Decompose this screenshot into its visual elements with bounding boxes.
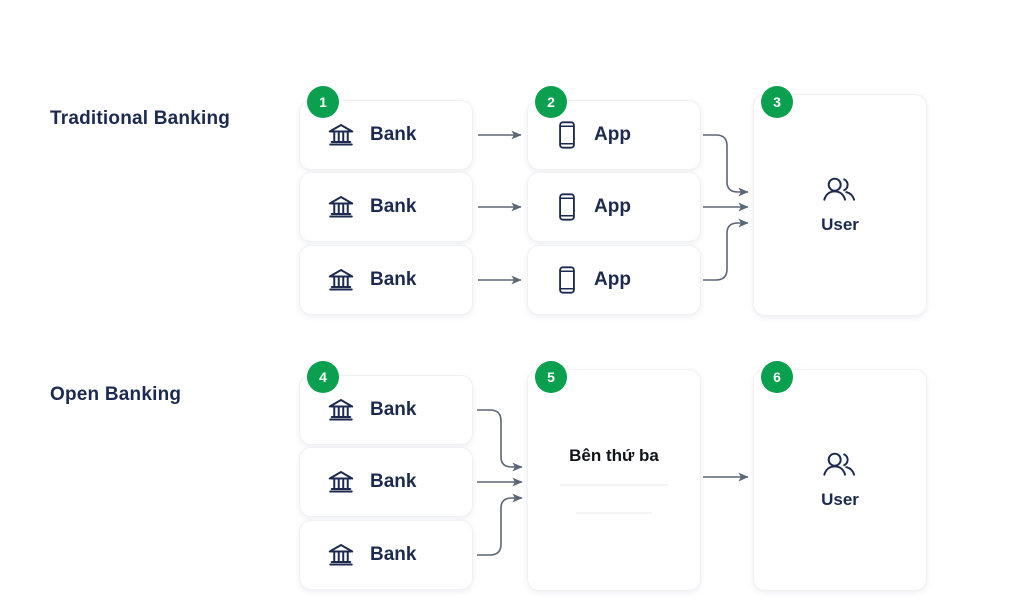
bank-icon: [326, 120, 356, 150]
card-traditional-app-3[interactable]: App: [527, 245, 701, 315]
card-label: User: [821, 215, 859, 234]
bank-icon: [326, 395, 356, 425]
placeholder-line-1: [560, 484, 668, 486]
step-badge-2: 2: [535, 86, 567, 118]
section-label-open-banking: Open Banking: [50, 384, 182, 405]
placeholder-line-2: [576, 512, 652, 514]
step-badge-3: 3: [761, 86, 793, 118]
card-label: User: [821, 490, 859, 509]
card-open-bank-3[interactable]: Bank: [299, 520, 473, 590]
card-label: Bank: [370, 399, 417, 420]
mobile-phone-icon: [554, 265, 580, 295]
card-label: Bank: [370, 544, 417, 565]
card-third-party[interactable]: Bên thứ ba: [527, 369, 701, 591]
card-label: Bank: [370, 269, 417, 290]
bank-icon: [326, 540, 356, 570]
users-icon: [820, 450, 860, 480]
bank-icon: [326, 265, 356, 295]
users-icon: [820, 175, 860, 205]
bank-icon: [326, 467, 356, 497]
step-badge-5: 5: [535, 361, 567, 393]
bank-icon: [326, 192, 356, 222]
card-open-bank-2[interactable]: Bank: [299, 447, 473, 517]
step-badge-6: 6: [761, 361, 793, 393]
section-label-traditional-banking: Traditional Banking: [50, 108, 231, 129]
third-party-title: Bên thứ ba: [569, 446, 659, 465]
card-label: Bank: [370, 124, 417, 145]
card-label: App: [594, 124, 631, 145]
mobile-phone-icon: [554, 120, 580, 150]
card-traditional-app-2[interactable]: App: [527, 172, 701, 242]
card-traditional-user[interactable]: User: [753, 94, 927, 316]
card-open-user[interactable]: User: [753, 369, 927, 591]
card-label: Bank: [370, 471, 417, 492]
card-label: Bank: [370, 196, 417, 217]
card-traditional-bank-2[interactable]: Bank: [299, 172, 473, 242]
mobile-phone-icon: [554, 192, 580, 222]
card-label: App: [594, 196, 631, 217]
card-label: App: [594, 269, 631, 290]
step-badge-4: 4: [307, 361, 339, 393]
card-traditional-bank-3[interactable]: Bank: [299, 245, 473, 315]
step-badge-1: 1: [307, 86, 339, 118]
